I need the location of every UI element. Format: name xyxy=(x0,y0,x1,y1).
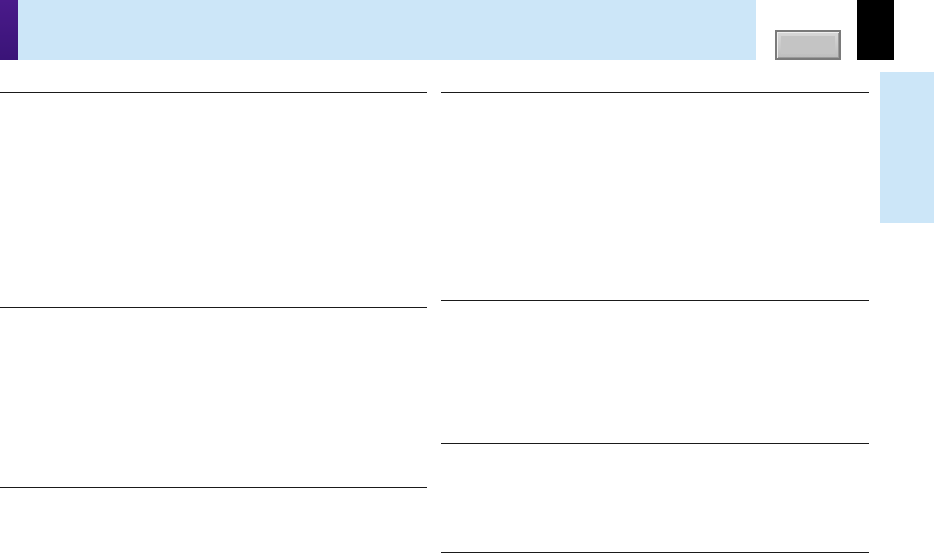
side-tab[interactable] xyxy=(880,72,934,223)
left-section-divider-2 xyxy=(0,307,427,308)
page-header xyxy=(18,0,756,60)
right-section-divider-1 xyxy=(441,92,869,93)
left-section-divider-1 xyxy=(0,92,427,93)
nav-button[interactable] xyxy=(775,30,841,60)
right-section-divider-3 xyxy=(441,443,869,444)
right-section-divider-4 xyxy=(441,552,869,553)
header-accent-bar xyxy=(0,0,18,60)
chapter-marker-block xyxy=(857,0,894,60)
nav-button-face xyxy=(781,36,835,54)
right-section-divider-2 xyxy=(441,300,869,301)
left-section-divider-3 xyxy=(0,487,427,488)
